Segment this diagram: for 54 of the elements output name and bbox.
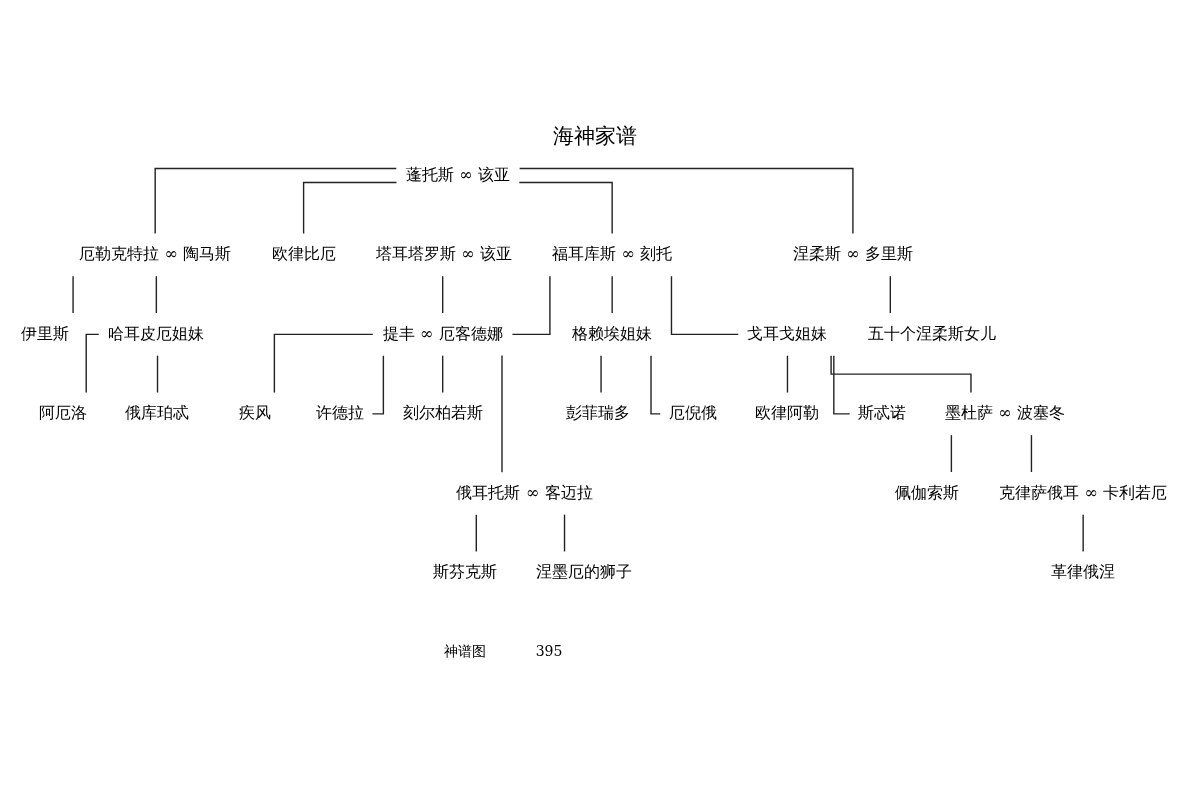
node-text: 革律俄涅 (1051, 561, 1116, 581)
node-text: 俄库珀忒 (125, 402, 190, 422)
label: 神谱图 (443, 642, 486, 659)
node-text: 涅柔斯 ∞ 多里斯 (792, 243, 913, 263)
node-text: 斯忒诺 (858, 402, 907, 422)
node-text: 刻尔柏若斯 (402, 402, 483, 422)
connector (442, 275, 444, 314)
connector (511, 275, 551, 335)
node-text: 戈耳戈姐妹 (747, 323, 828, 343)
connector (1030, 433, 1033, 473)
connector (830, 354, 972, 393)
node-text: 五十个涅柔斯女儿 (868, 323, 997, 343)
connector (475, 513, 477, 552)
connector (501, 354, 503, 473)
node-text: 欧律阿勒 (755, 402, 820, 422)
connector (889, 275, 892, 314)
connector (72, 275, 74, 314)
connector (950, 433, 953, 473)
node-text: 斯芬克斯 (432, 561, 497, 581)
node-text: 格赖埃姐妹 (572, 323, 653, 343)
connector (273, 333, 374, 393)
node-text: 墨杜萨 ∞ 波塞冬 (944, 402, 1065, 422)
label: 395 (535, 642, 563, 659)
node-text: 彭菲瑞多 (566, 402, 631, 422)
node-text: 涅墨厄的狮子 (536, 561, 633, 581)
node-text: 许德拉 (315, 402, 364, 422)
connector (518, 167, 854, 234)
connector (600, 354, 602, 393)
node-text: 福耳库斯 ∞ 刻托 (552, 243, 673, 263)
node-text: 疾风 (238, 402, 271, 422)
connector (563, 513, 566, 552)
node-text: 阿厄洛 (38, 402, 87, 422)
node-text: 欧律比厄 (271, 243, 336, 263)
node-text: 蓬托斯 ∞ 该亚 (405, 164, 510, 184)
connector (442, 354, 444, 393)
node-text: 厄勒克特拉 ∞ 陶马斯 (79, 243, 232, 263)
connector (156, 354, 159, 393)
connector (670, 275, 739, 335)
connector (518, 181, 613, 234)
node-text: 佩伽索斯 (894, 482, 959, 502)
node-text: 提丰 ∞ 厄客德娜 (382, 323, 503, 343)
connector (302, 181, 398, 234)
node-text: 塔耳塔罗斯 ∞ 该亚 (375, 243, 512, 263)
node-text: 厄倪俄 (668, 402, 717, 422)
node-text: 伊里斯 (21, 323, 70, 343)
connector (1082, 513, 1084, 552)
node-text: 克律萨俄耳 ∞ 卡利若厄 (999, 482, 1168, 502)
node-text: 俄耳托斯 ∞ 客迈拉 (456, 482, 593, 502)
node-text: 哈耳皮厄姐妹 (108, 323, 205, 343)
connector (154, 167, 397, 234)
connector (155, 275, 158, 314)
diagram-title: 海神家谱 (553, 122, 638, 148)
connector (611, 275, 613, 314)
connector (786, 354, 789, 393)
